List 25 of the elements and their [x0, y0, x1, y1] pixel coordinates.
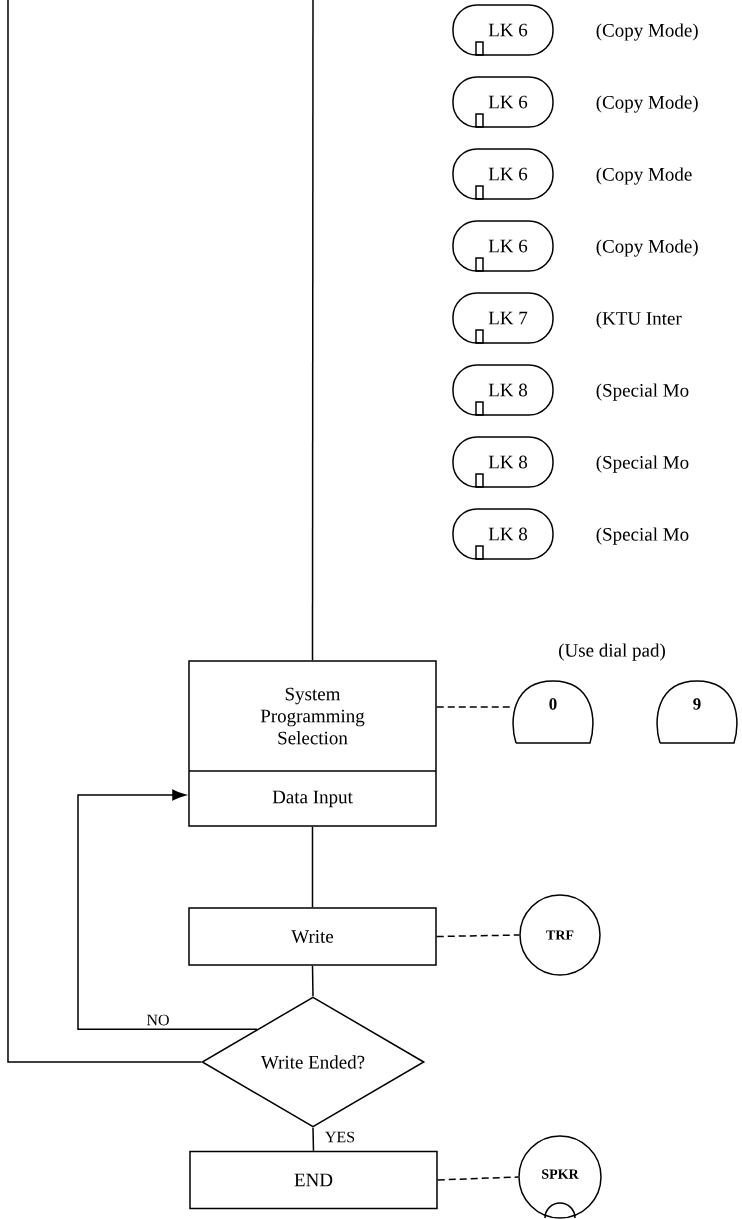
dial-key-symbol: 0 — [512, 680, 594, 744]
connector-line — [311, 965, 314, 997]
process-box: System Programming Selection Data Input — [188, 660, 437, 827]
note-text: (Use dial pad) — [559, 643, 665, 661]
connector-line — [7, 0, 202, 1063]
edge-label: YES — [323, 1130, 357, 1144]
key-description: (Special Mo — [596, 455, 689, 473]
key-description: (Special Mo — [596, 383, 689, 401]
dashed-line — [436, 706, 512, 708]
dial-key-symbol: 9 — [656, 680, 738, 744]
arrow — [77, 789, 258, 1030]
key-description: (Copy Mode) — [596, 23, 698, 41]
key-description: (Copy Mode) — [596, 239, 698, 257]
process-box: Write — [188, 907, 437, 966]
key-description: (Copy Mode) — [596, 95, 698, 113]
connector-line — [311, 0, 314, 661]
connector-line — [312, 1127, 315, 1152]
connector-line — [311, 826, 314, 908]
key-description: (Special Mo — [596, 527, 689, 545]
edge-label: NO — [145, 1013, 171, 1027]
key-description: (KTU Inter — [596, 311, 682, 329]
dashed-line — [437, 1176, 519, 1181]
dashed-line — [436, 934, 520, 938]
terminal-box: END — [189, 1150, 438, 1210]
key-description: (Copy Mode — [596, 167, 692, 185]
